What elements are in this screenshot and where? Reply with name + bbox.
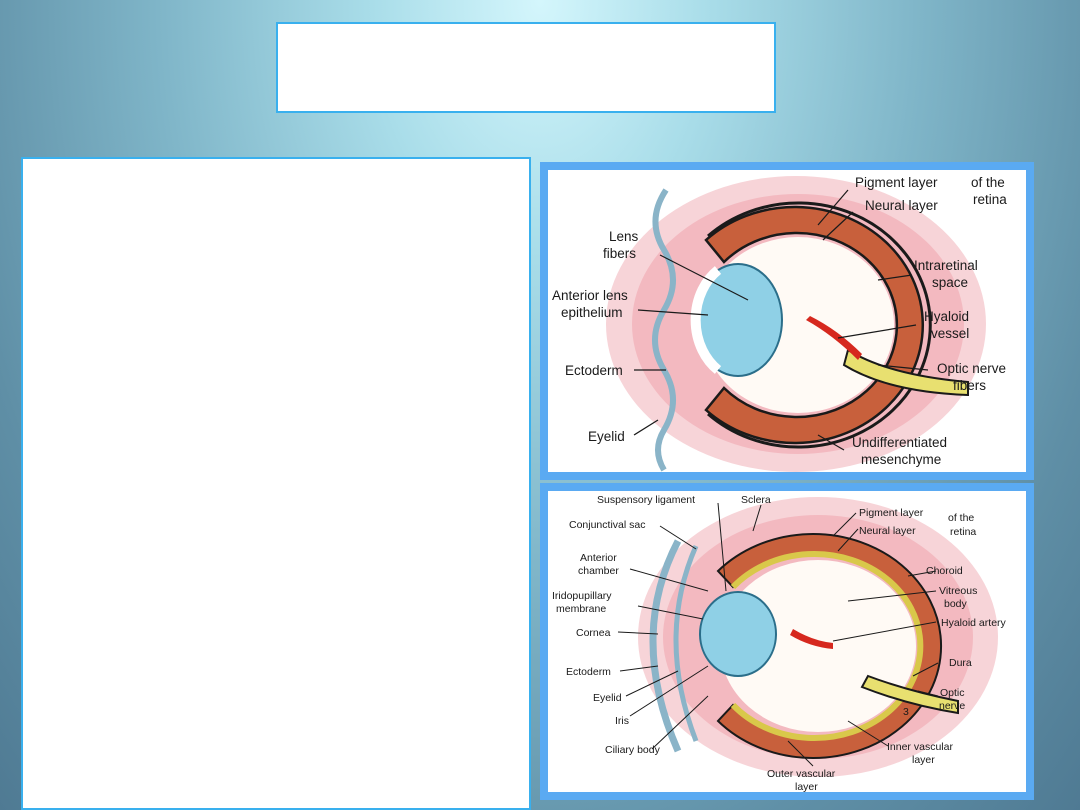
label-anterior-lens-1: Anterior lens <box>552 288 628 303</box>
label-lens-fibers-1: Lens <box>609 229 639 244</box>
leader-lines <box>617 502 939 767</box>
label-hyaloid-artery: Hyaloid artery <box>941 617 1007 629</box>
label-of-the: of the <box>948 512 974 524</box>
neural-layer <box>730 551 924 741</box>
slide-text-box <box>21 157 531 810</box>
figure-optic-cup-panel: Pigment layer Neural layer of the retina… <box>540 162 1034 480</box>
label-eyelid: Eyelid <box>588 429 625 444</box>
label-lens-fibers-2: fibers <box>603 246 636 261</box>
ectoderm-arc <box>649 539 682 753</box>
label-optic-nerve-1: Optic nerve <box>937 361 1006 376</box>
figure-developing-eye-panel: Suspensory ligament Sclera Pigment layer… <box>540 483 1034 800</box>
label-hyaloid-1: Hyaloid <box>924 309 969 324</box>
label-intraretinal-2: space <box>932 275 968 290</box>
label-pigment-layer: Pigment layer <box>855 175 938 190</box>
label-inner-vascular-2: layer <box>912 754 935 766</box>
label-suspensory-ligament: Suspensory ligament <box>597 494 695 506</box>
label-optic-nerve-2: fibers <box>953 378 986 393</box>
hyaloid-vessel <box>806 316 862 360</box>
slide-title-box <box>276 22 776 113</box>
label-page-mark: 3 <box>903 706 909 718</box>
neural-layer <box>704 205 925 445</box>
ectoderm-line <box>652 188 676 472</box>
label-ectoderm: Ectoderm <box>566 666 611 678</box>
pigment-layer <box>707 201 932 449</box>
label-inner-vascular-1: Inner vascular <box>887 741 953 753</box>
optic-cup-diagram: Pigment layer Neural layer of the retina… <box>548 170 1026 472</box>
label-optic-2: nerve <box>939 700 965 712</box>
label-cornea: Cornea <box>576 627 611 639</box>
label-undifferentiated-2: mesenchyme <box>861 452 941 467</box>
developing-eye-diagram: Suspensory ligament Sclera Pigment layer… <box>548 491 1026 792</box>
label-anterior-lens-2: epithelium <box>561 305 623 320</box>
label-choroid: Choroid <box>926 565 963 577</box>
label-ciliary-body: Ciliary body <box>605 744 661 756</box>
label-ectoderm: Ectoderm <box>565 363 623 378</box>
label-optic-1: Optic <box>940 687 965 699</box>
label-outer-vascular-2: layer <box>795 781 818 792</box>
label-neural-layer: Neural layer <box>859 525 916 537</box>
label-vitreous-1: Vitreous <box>939 585 977 597</box>
hyaloid-artery <box>790 629 833 649</box>
label-hyaloid-2: vessel <box>931 326 969 341</box>
label-anterior-chamber-1: Anterior <box>580 552 617 564</box>
label-anterior-chamber-2: chamber <box>578 565 619 577</box>
leader-lines <box>633 189 929 451</box>
label-dura: Dura <box>949 657 972 669</box>
label-of-the: of the <box>971 175 1005 190</box>
label-iridopupillary-1: Iridopupillary <box>552 590 612 602</box>
optic-nerve <box>860 674 959 715</box>
label-intraretinal-1: Intraretinal <box>914 258 978 273</box>
label-outer-vascular-1: Outer vascular <box>767 768 836 780</box>
label-eyelid: Eyelid <box>593 692 622 704</box>
label-sclera: Sclera <box>741 494 771 506</box>
label-neural-layer: Neural layer <box>865 198 938 213</box>
label-iridopupillary-2: membrane <box>556 603 606 615</box>
label-pigment-layer: Pigment layer <box>859 507 924 519</box>
label-retina: retina <box>950 526 976 538</box>
label-undifferentiated-1: Undifferentiated <box>852 435 947 450</box>
label-iris: Iris <box>615 715 629 727</box>
lens <box>699 591 777 677</box>
label-conjunctival-sac: Conjunctival sac <box>569 519 645 531</box>
label-retina: retina <box>973 192 1007 207</box>
label-vitreous-2: body <box>944 598 968 610</box>
